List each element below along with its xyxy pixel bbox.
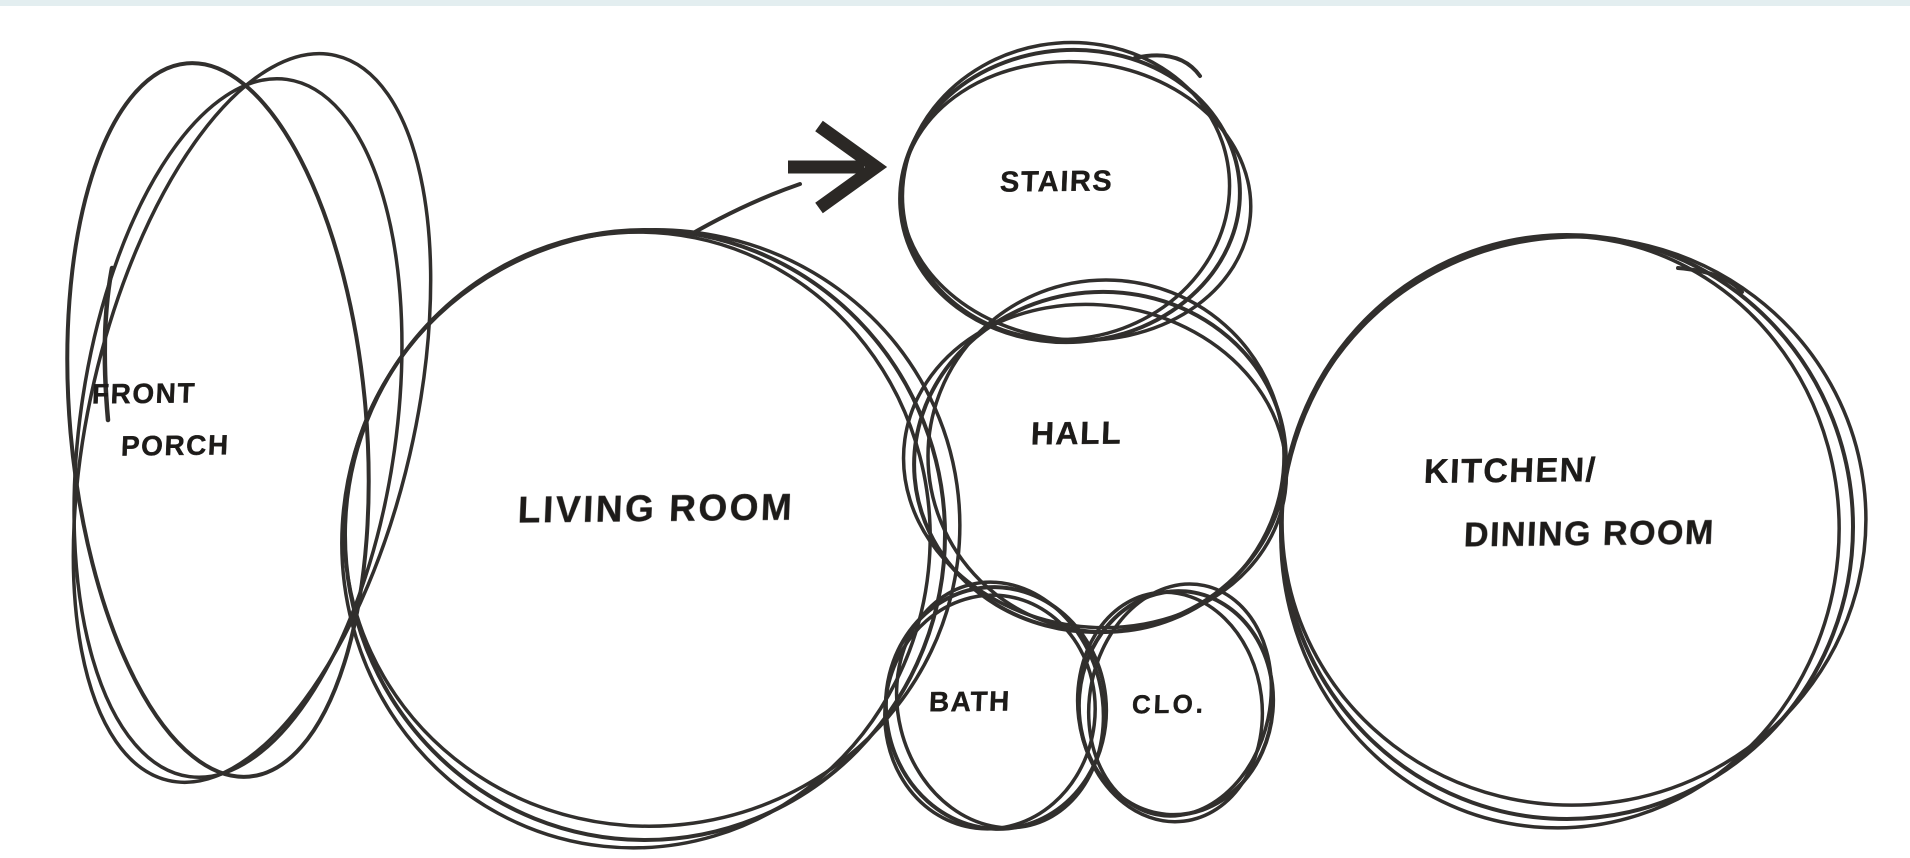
stairs-label: STAIRS bbox=[999, 165, 1114, 199]
top-edge-strip bbox=[0, 0, 1910, 6]
closet-label: CLO. bbox=[1131, 688, 1207, 720]
kitchen-dining-label-line1: KITCHEN/ bbox=[1423, 451, 1598, 491]
front-porch-label-line2: PORCH bbox=[120, 429, 231, 462]
living-room-label: LIVING ROOM bbox=[517, 486, 796, 531]
stairs-bubble bbox=[898, 40, 1253, 345]
arrow-right-icon bbox=[788, 120, 888, 214]
front-porch-bubble bbox=[65, 51, 433, 785]
kitchen-dining-bubble bbox=[1279, 233, 1868, 830]
hall-label: HALL bbox=[1030, 414, 1124, 452]
kitchen-dining-label-line2: DINING ROOM bbox=[1463, 513, 1716, 555]
front-porch-label-line1: FRONT bbox=[91, 377, 197, 410]
bath-label: BATH bbox=[928, 685, 1012, 718]
bath-bubble bbox=[883, 580, 1109, 831]
closet-bubble bbox=[1075, 582, 1276, 824]
